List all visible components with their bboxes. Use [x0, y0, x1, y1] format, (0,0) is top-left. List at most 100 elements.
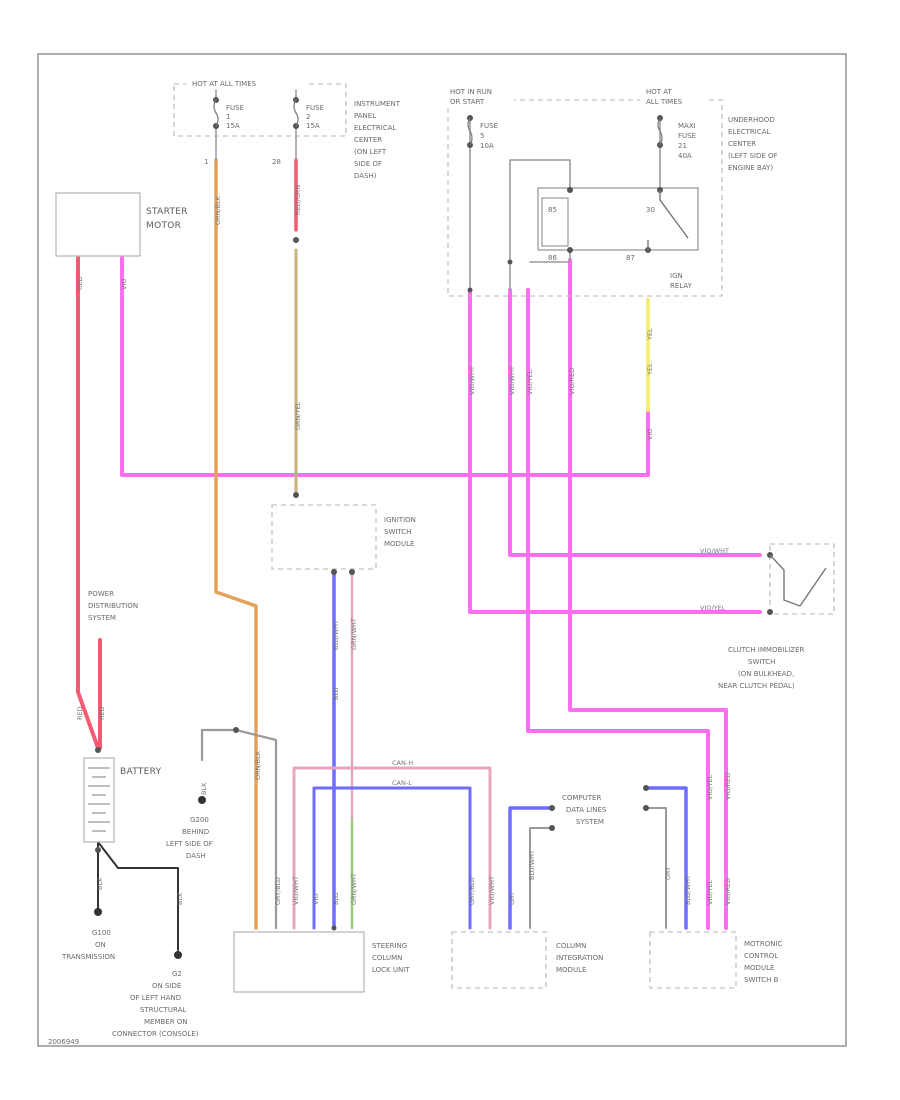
pds-l2: SYSTEM — [88, 614, 116, 622]
wl-cim-2: VIO/WHT — [488, 876, 496, 905]
fuse-1-l2: 15A — [226, 122, 240, 130]
clutch-l1: SWITCH — [748, 658, 775, 666]
cim-l2: MODULE — [556, 966, 586, 974]
wire-blu-cdls-left — [508, 806, 554, 930]
clutch-l0: CLUTCH IMMOBILIZER — [728, 646, 805, 654]
uec-header-all-0: HOT AT — [646, 88, 673, 96]
column-integration-module: COLUMN INTEGRATION MODULE — [451, 931, 603, 989]
relay-l1: RELAY — [670, 282, 693, 290]
relay-pin-86: 86 — [548, 254, 557, 262]
cdls-l0: COMPUTER — [562, 794, 601, 802]
uec-header-all-1: ALL TIMES — [646, 98, 683, 106]
sclu-l1: COLUMN — [372, 954, 402, 962]
g200-l1: BEHIND — [182, 828, 209, 836]
starter-l0: STARTER — [146, 207, 188, 217]
clutch-l3: NEAR CLUTCH PEDAL) — [718, 682, 795, 690]
wire-vio-uec-1 — [468, 288, 762, 614]
wl-sc-3: VIO/WHT — [292, 876, 300, 905]
wl-cim-3: GRY — [508, 892, 516, 905]
cdls-l2: SYSTEM — [576, 818, 604, 826]
computer-data-lines-system: COMPUTER DATA LINES SYSTEM — [549, 785, 649, 831]
wl-fuse1-out: ORN/BLK — [214, 195, 222, 225]
cim-l0: COLUMN — [556, 942, 586, 950]
ign-l2: MODULE — [384, 540, 414, 548]
wl-clutch-1: VIO/WHT — [700, 547, 729, 555]
g200-l0: G200 — [190, 816, 209, 824]
g200-l2: LEFT SIDE OF — [166, 840, 213, 848]
pds-l1: DISTRIBUTION — [88, 602, 138, 610]
uec-desc-3: (LEFT SIDE OF — [728, 152, 778, 160]
wire-can-h — [292, 766, 492, 930]
ip-pin-right: 28 — [272, 158, 281, 166]
maxi-l0: MAXI — [678, 122, 696, 130]
uec-desc-2: CENTER — [728, 140, 756, 148]
ground-g2: G2 ON SIDE OF LEFT HAND STRUCTURAL MEMBE… — [112, 951, 199, 1038]
wl-uec-1: VIO/WHT — [468, 366, 476, 395]
wire-red-starter-battery — [76, 256, 100, 750]
starter-l1: MOTOR — [146, 221, 181, 231]
ip-desc-5: SIDE OF — [354, 160, 382, 168]
mcm-l0: MOTRONIC — [744, 940, 782, 948]
wire-gry-cdls-right — [645, 807, 667, 929]
uec-header-run-1: OR START — [450, 98, 485, 106]
ign-relay: 85 30 86 87 IGN RELAY — [537, 187, 699, 290]
g2-l1: ON SIDE — [152, 982, 181, 990]
fuse-2: FUSE 2 15A — [293, 89, 324, 161]
relay-pin-30: 30 — [646, 206, 655, 214]
relay-pin-87: 87 — [626, 254, 635, 262]
g2-l4: MEMBER ON — [144, 1018, 188, 1026]
g2-l2: OF LEFT HAND — [130, 994, 181, 1002]
wl-uec-2: VIO/WHT — [508, 366, 516, 395]
wl-sc-5: BLU — [332, 892, 340, 905]
fuse-5-l0: FUSE — [480, 122, 498, 130]
cdls-l1: DATA LINES — [566, 806, 607, 814]
g2-l0: G2 — [172, 970, 182, 978]
diagram-code: 2006949 — [48, 1038, 79, 1046]
wl-uec-3: VIO/YEL — [526, 369, 534, 395]
relay-l0: IGN — [670, 272, 683, 280]
g100-l1: ON — [95, 941, 106, 949]
wire-uec-internal — [469, 117, 661, 291]
wl-relay-out: YEL — [646, 328, 654, 341]
wl-clutch-2: VIO/YEL — [700, 604, 726, 612]
cim-l1: INTEGRATION — [556, 954, 603, 962]
wire-orn-fuse1 — [214, 158, 258, 930]
wl-ign-blu: BLU/WHT — [332, 620, 340, 650]
wl-mm-top: VIO/YEL — [706, 774, 714, 800]
power-distribution-system: POWER DISTRIBUTION SYSTEM — [88, 590, 138, 622]
g200-l3: DASH — [186, 852, 206, 860]
maxi-fuse-21: MAXI FUSE 21 40A — [657, 115, 696, 160]
battery-label: BATTERY — [120, 767, 162, 777]
g2-l5: CONNECTOR (CONSOLE) — [112, 1030, 199, 1038]
underhood-electrical-center: HOT IN RUN OR START HOT AT ALL TIMES FUS… — [444, 86, 778, 297]
mcm-l1: CONTROL — [744, 952, 778, 960]
wl-can-h: CAN-H — [392, 759, 413, 767]
ip-desc-4: (ON LEFT — [354, 148, 387, 156]
wl-relay-vio: VIO — [646, 429, 654, 440]
clutch-immobilizer-switch: CLUTCH IMMOBILIZER SWITCH (ON BULKHEAD, … — [718, 543, 835, 690]
fuse-1-l0: FUSE — [226, 104, 244, 112]
wl-pds-2: RED — [98, 706, 106, 720]
wl-g-blk: BLK — [200, 782, 208, 795]
wl-ign-blu2: BLU — [332, 687, 340, 700]
wl-sc-4: VIO — [312, 894, 320, 905]
uec-desc-1: ELECTRICAL — [728, 128, 771, 136]
splice-dots — [293, 237, 513, 931]
wl-starter-vio: VIO — [120, 279, 128, 290]
ip-desc-0: INSTRUMENT — [354, 100, 401, 108]
wire-can-l — [312, 786, 472, 930]
clutch-l2: (ON BULKHEAD, — [738, 670, 794, 678]
fuse-5: FUSE 5 10A — [467, 115, 498, 150]
wl-bat-blk: BLK — [96, 877, 104, 890]
fuse-1-l1: 1 — [226, 113, 230, 121]
wl-mm-3: VIO/YEL — [706, 879, 714, 905]
wl-ign-grn: GRN/WHT — [350, 618, 358, 650]
wl-mm-top2: VIO/RED — [724, 773, 732, 800]
ignition-switch-module: IGNITION SWITCH MODULE — [271, 492, 416, 575]
ground-g100: G100 ON TRANSMISSION — [61, 908, 115, 961]
wl-sc-2: ORN/BLK — [254, 750, 262, 780]
motronic-control-module: MOTRONIC CONTROL MODULE SWITCH B — [649, 931, 782, 989]
mcm-l2: MODULE — [744, 964, 774, 972]
sclu-l2: LOCK UNIT — [372, 966, 410, 974]
